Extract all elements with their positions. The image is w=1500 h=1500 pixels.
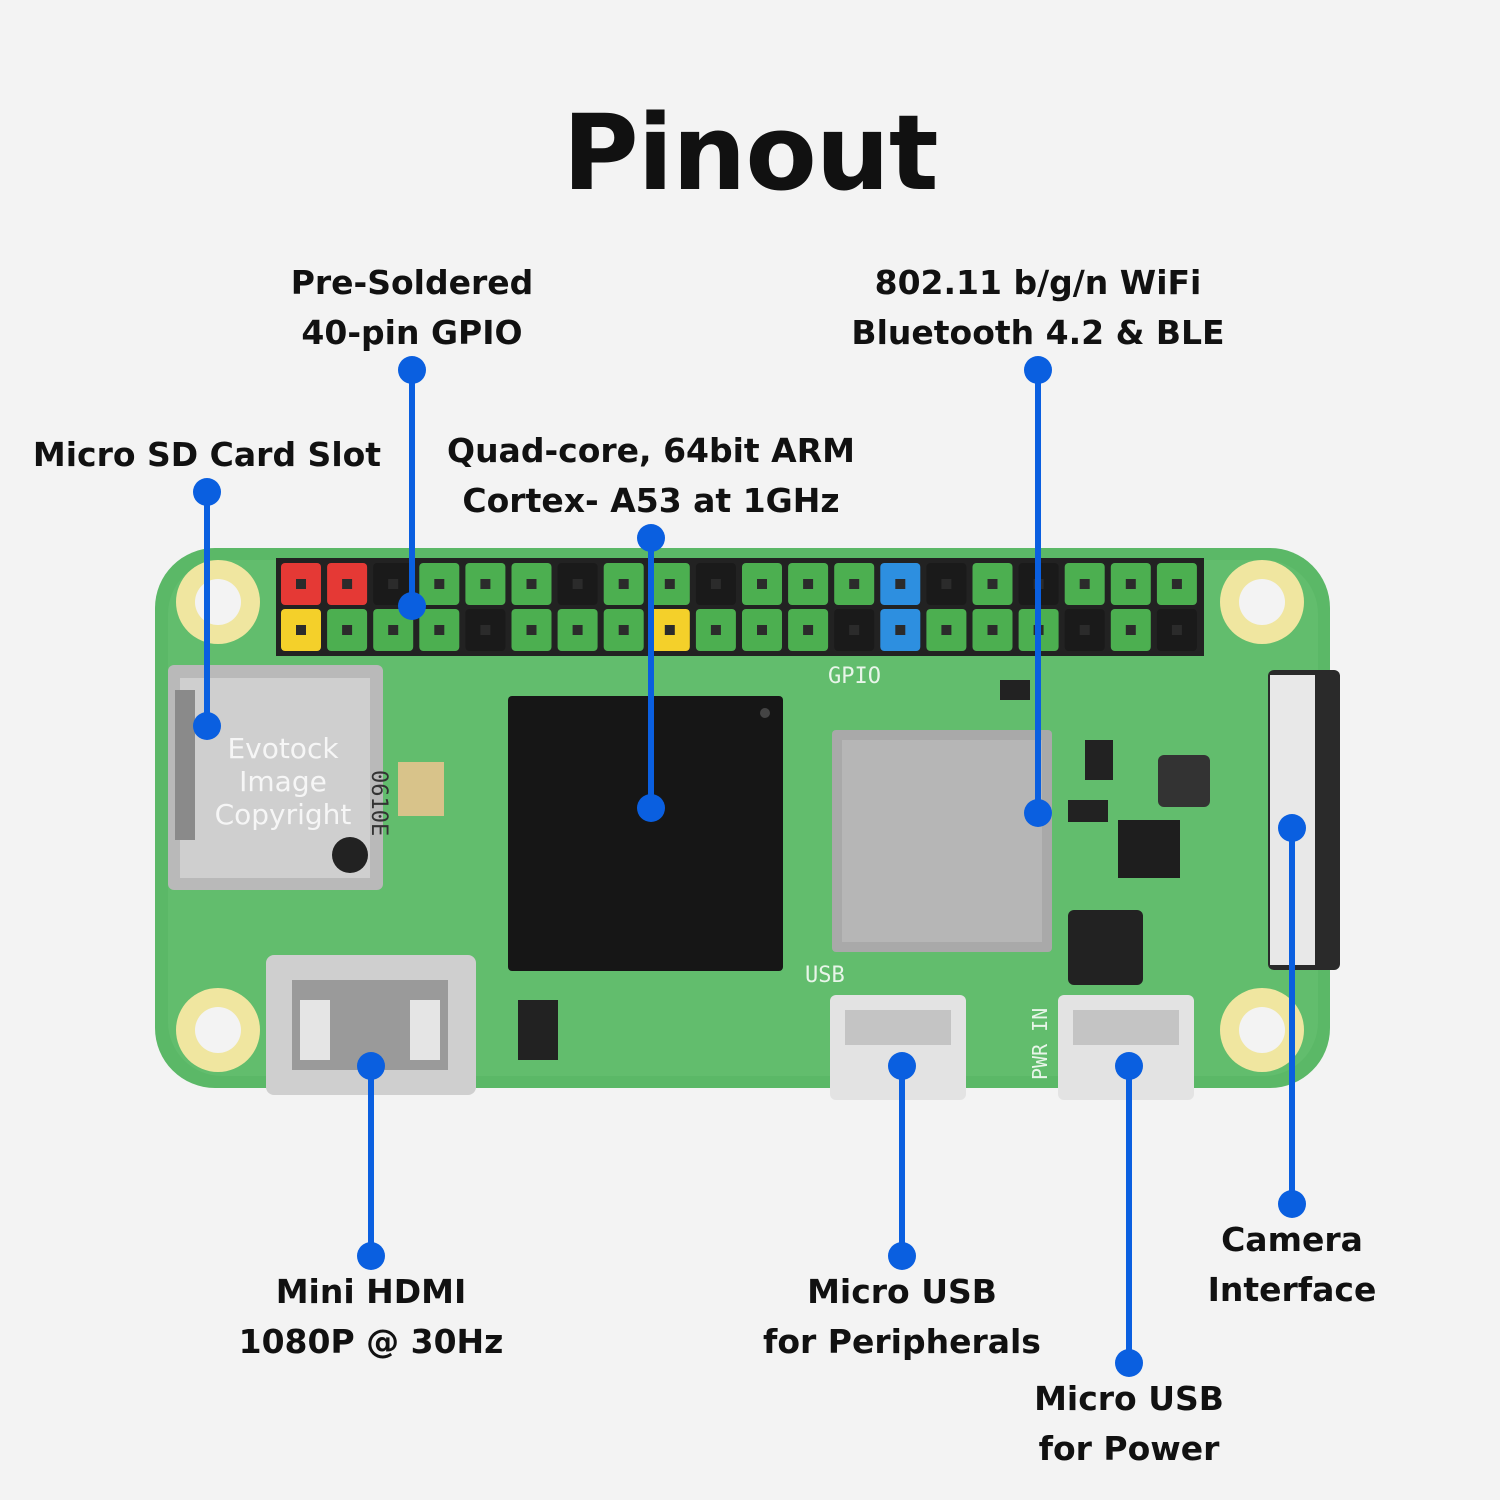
usb-power-pointer — [1115, 1052, 1143, 1377]
gpio-pin-post — [1125, 625, 1136, 635]
gpio-pin-post — [895, 625, 906, 635]
gpio-pin-post — [1171, 625, 1182, 635]
wifi-pointer — [1024, 356, 1052, 827]
gpio-pin-post — [480, 579, 491, 589]
usb-silkscreen: USB — [805, 963, 845, 988]
svg-text:Copyright: Copyright — [215, 798, 352, 831]
gpio-pointer — [398, 356, 426, 620]
pwr-silkscreen: PWR IN — [1028, 1008, 1052, 1080]
label-sd: Micro SD Card Slot — [32, 435, 382, 474]
svg-text:Evotock: Evotock — [227, 732, 339, 765]
gpio-pin-post — [618, 625, 629, 635]
gpio-pin-post — [572, 625, 583, 635]
gpio-pin-post — [803, 625, 814, 635]
sd-marking: 0610E — [366, 770, 391, 836]
gpio-pin-post — [1079, 579, 1090, 589]
pointer-lines — [193, 356, 1306, 1377]
camera-pointer — [1278, 814, 1306, 1218]
gpio-pin-post — [941, 579, 952, 589]
gpio-pin-post — [803, 579, 814, 589]
gpio-pin-post — [342, 579, 353, 589]
gpio-pin-post — [388, 579, 399, 589]
gpio-pin-post — [987, 625, 998, 635]
usb-periph-pointer — [888, 1052, 916, 1270]
watermark: Evotock Image Copyright — [215, 732, 352, 831]
page-title: Pinout — [562, 92, 938, 214]
gpio-pin-post — [296, 625, 306, 635]
svg-text:Image: Image — [239, 765, 327, 798]
gpio-pin-post — [296, 579, 306, 589]
gpio-silkscreen: GPIO — [828, 664, 881, 689]
cpu-chip — [508, 696, 783, 971]
gpio-pin-post — [572, 579, 583, 589]
gpio-pin-post — [987, 579, 998, 589]
mounting-holes — [176, 560, 1304, 1072]
sd-pointer — [193, 478, 221, 740]
gpio-pin-post — [664, 625, 675, 635]
hdmi-pointer — [357, 1052, 385, 1270]
gpio-pin-post — [526, 625, 537, 635]
gpio-pin-post — [757, 579, 767, 589]
gpio-pin-post — [710, 625, 721, 635]
gpio-pin-post — [849, 579, 860, 589]
gpio-pin-post — [664, 579, 675, 589]
gpio-pin-post — [342, 625, 353, 635]
gpio-pin-post — [941, 625, 952, 635]
cpu-pointer — [637, 524, 665, 822]
gpio-pin-post — [618, 579, 629, 589]
gpio-pin-post — [895, 579, 906, 589]
gpio-pin-post — [480, 625, 491, 635]
gpio-pin-post — [388, 625, 399, 635]
gpio-pin-post — [849, 625, 860, 635]
gpio-pins — [281, 563, 1197, 651]
gpio-pin-post — [434, 579, 445, 589]
gpio-pin-post — [710, 579, 721, 589]
gpio-pin-post — [1171, 579, 1182, 589]
gpio-pin-post — [757, 625, 767, 635]
gpio-pin-post — [434, 625, 445, 635]
gpio-pin-post — [526, 579, 537, 589]
gpio-pin-post — [1079, 625, 1090, 635]
gpio-pin-post — [1125, 579, 1136, 589]
